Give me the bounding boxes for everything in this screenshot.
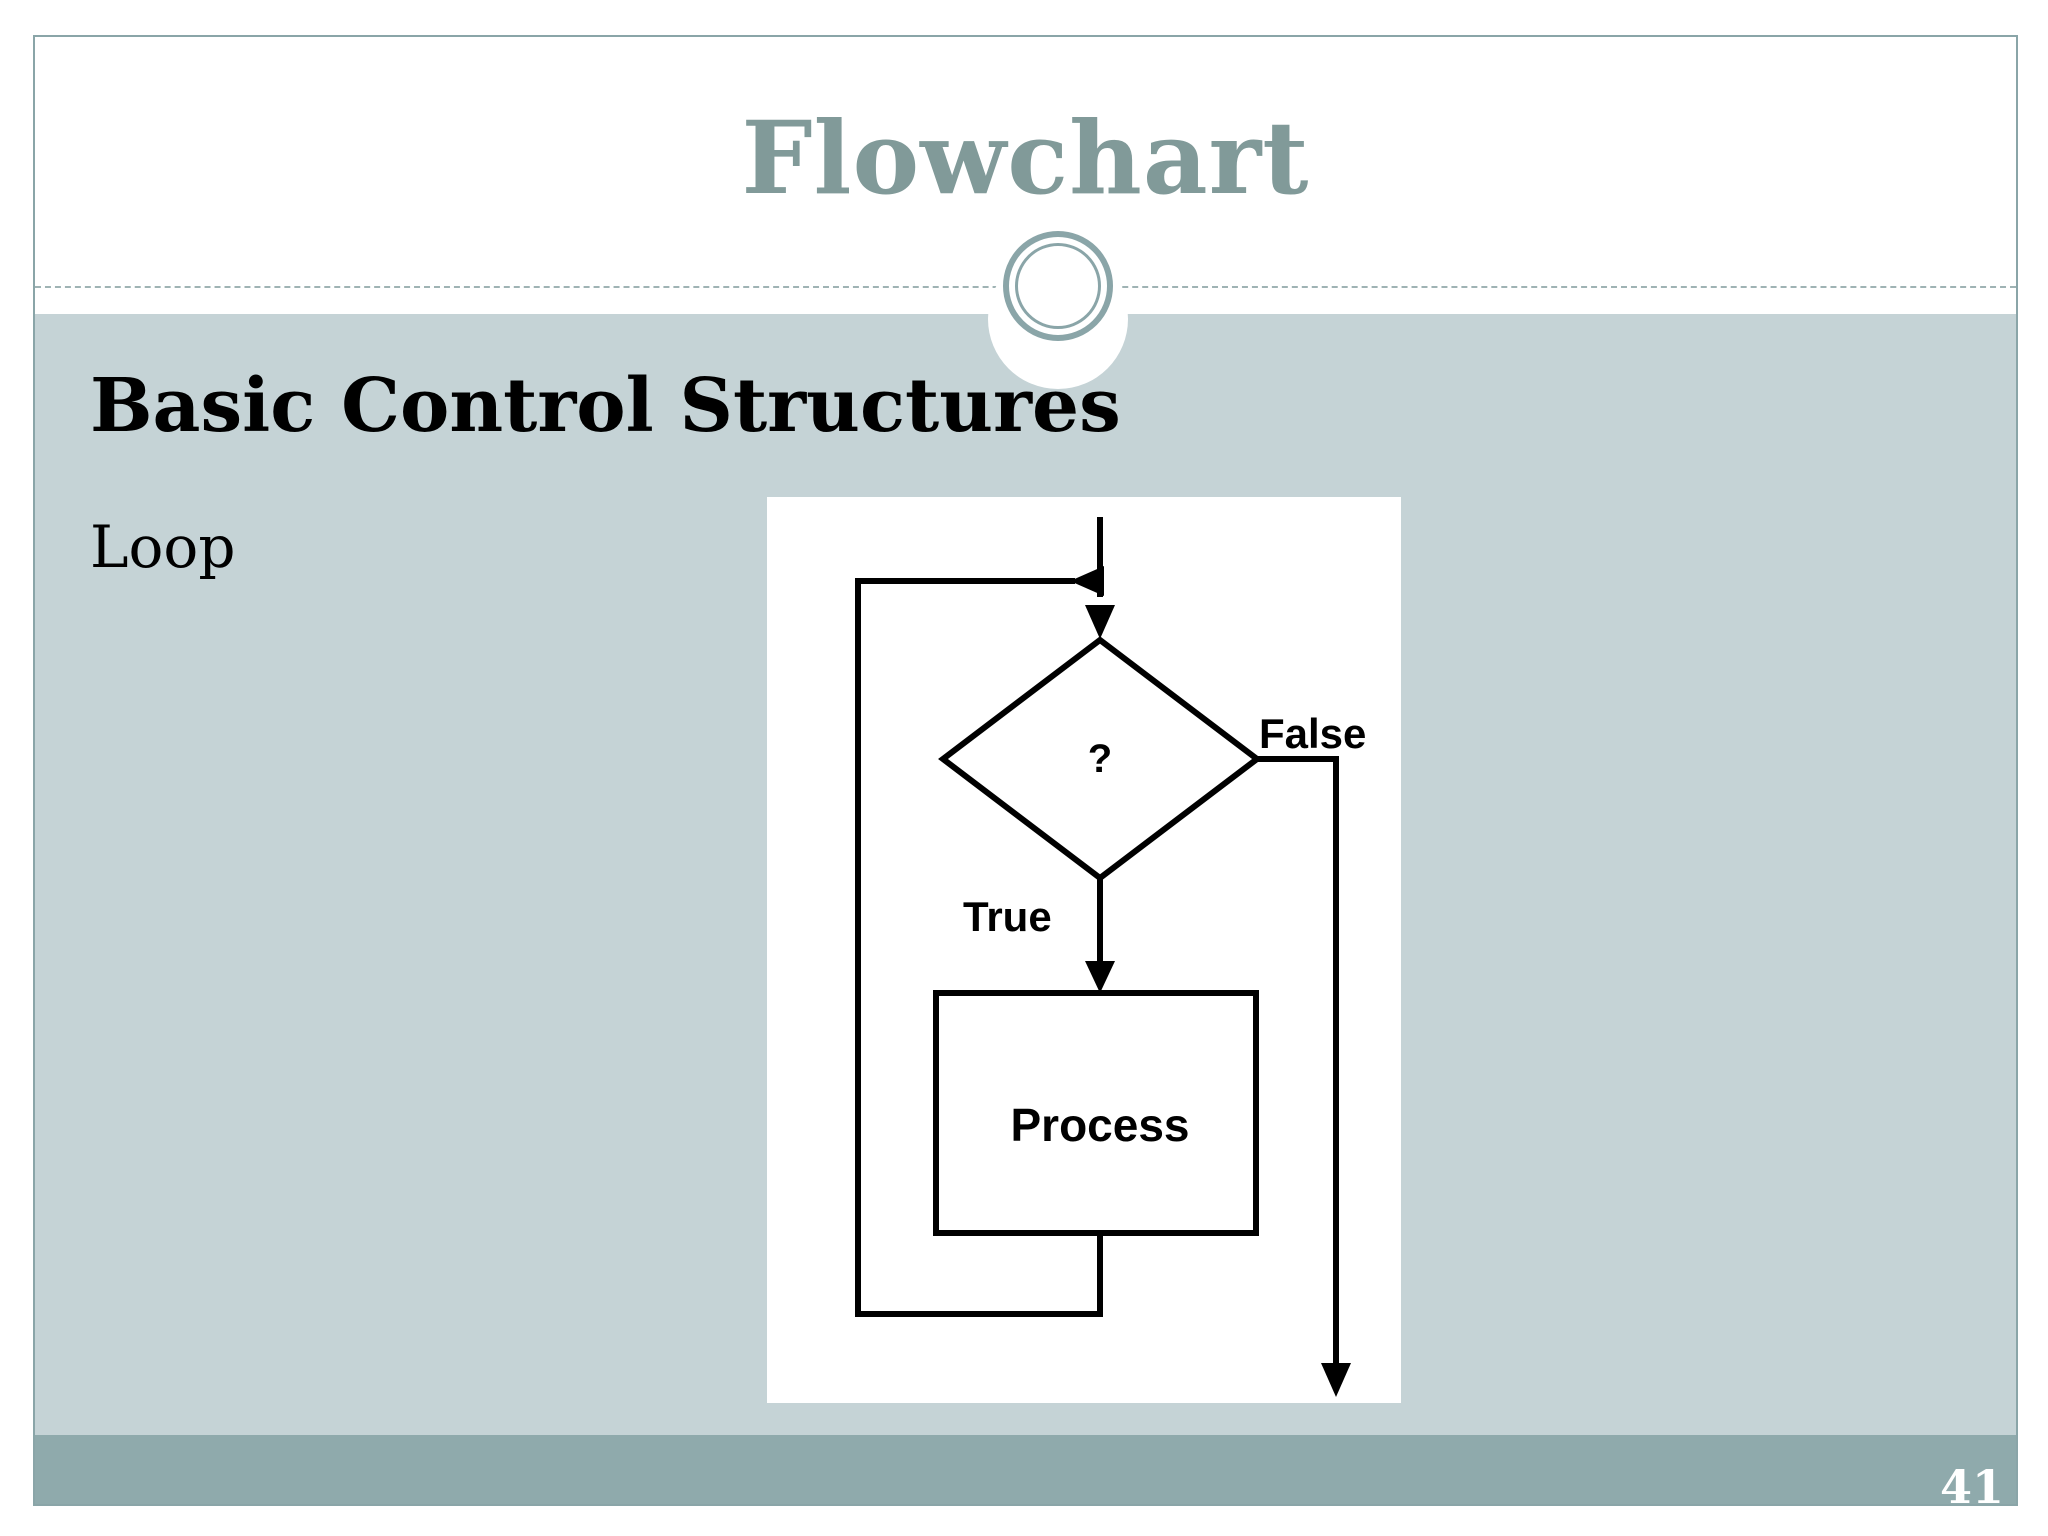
circle-ornament-icon <box>1003 231 1113 341</box>
page-number: 41 <box>1939 1460 2004 1506</box>
true-label: True <box>963 893 1052 940</box>
process-box <box>933 990 1259 1236</box>
section-heading: Basic Control Structures <box>90 363 1121 449</box>
false-arrowhead <box>1321 1363 1351 1397</box>
flowchart-svg: ? True False Process <box>855 517 1366 1397</box>
slide-title: Flowchart <box>741 99 1310 217</box>
loop-flowchart: ? True False Process <box>767 497 1401 1403</box>
loop-back-arrow <box>855 578 1103 1317</box>
true-arrowhead <box>1085 961 1115 993</box>
loop-arrowhead <box>1070 566 1104 596</box>
false-arrow <box>1257 756 1339 1367</box>
decision-label: ? <box>1088 737 1112 781</box>
process-label: Process <box>1010 1099 1189 1151</box>
entry-arrowhead <box>1085 605 1115 639</box>
footer-bar: 41 <box>35 1435 2016 1506</box>
body-text: Loop <box>90 513 236 581</box>
slide: Flowchart Basic Control Structures Loop … <box>33 35 2018 1506</box>
false-label: False <box>1259 710 1366 757</box>
